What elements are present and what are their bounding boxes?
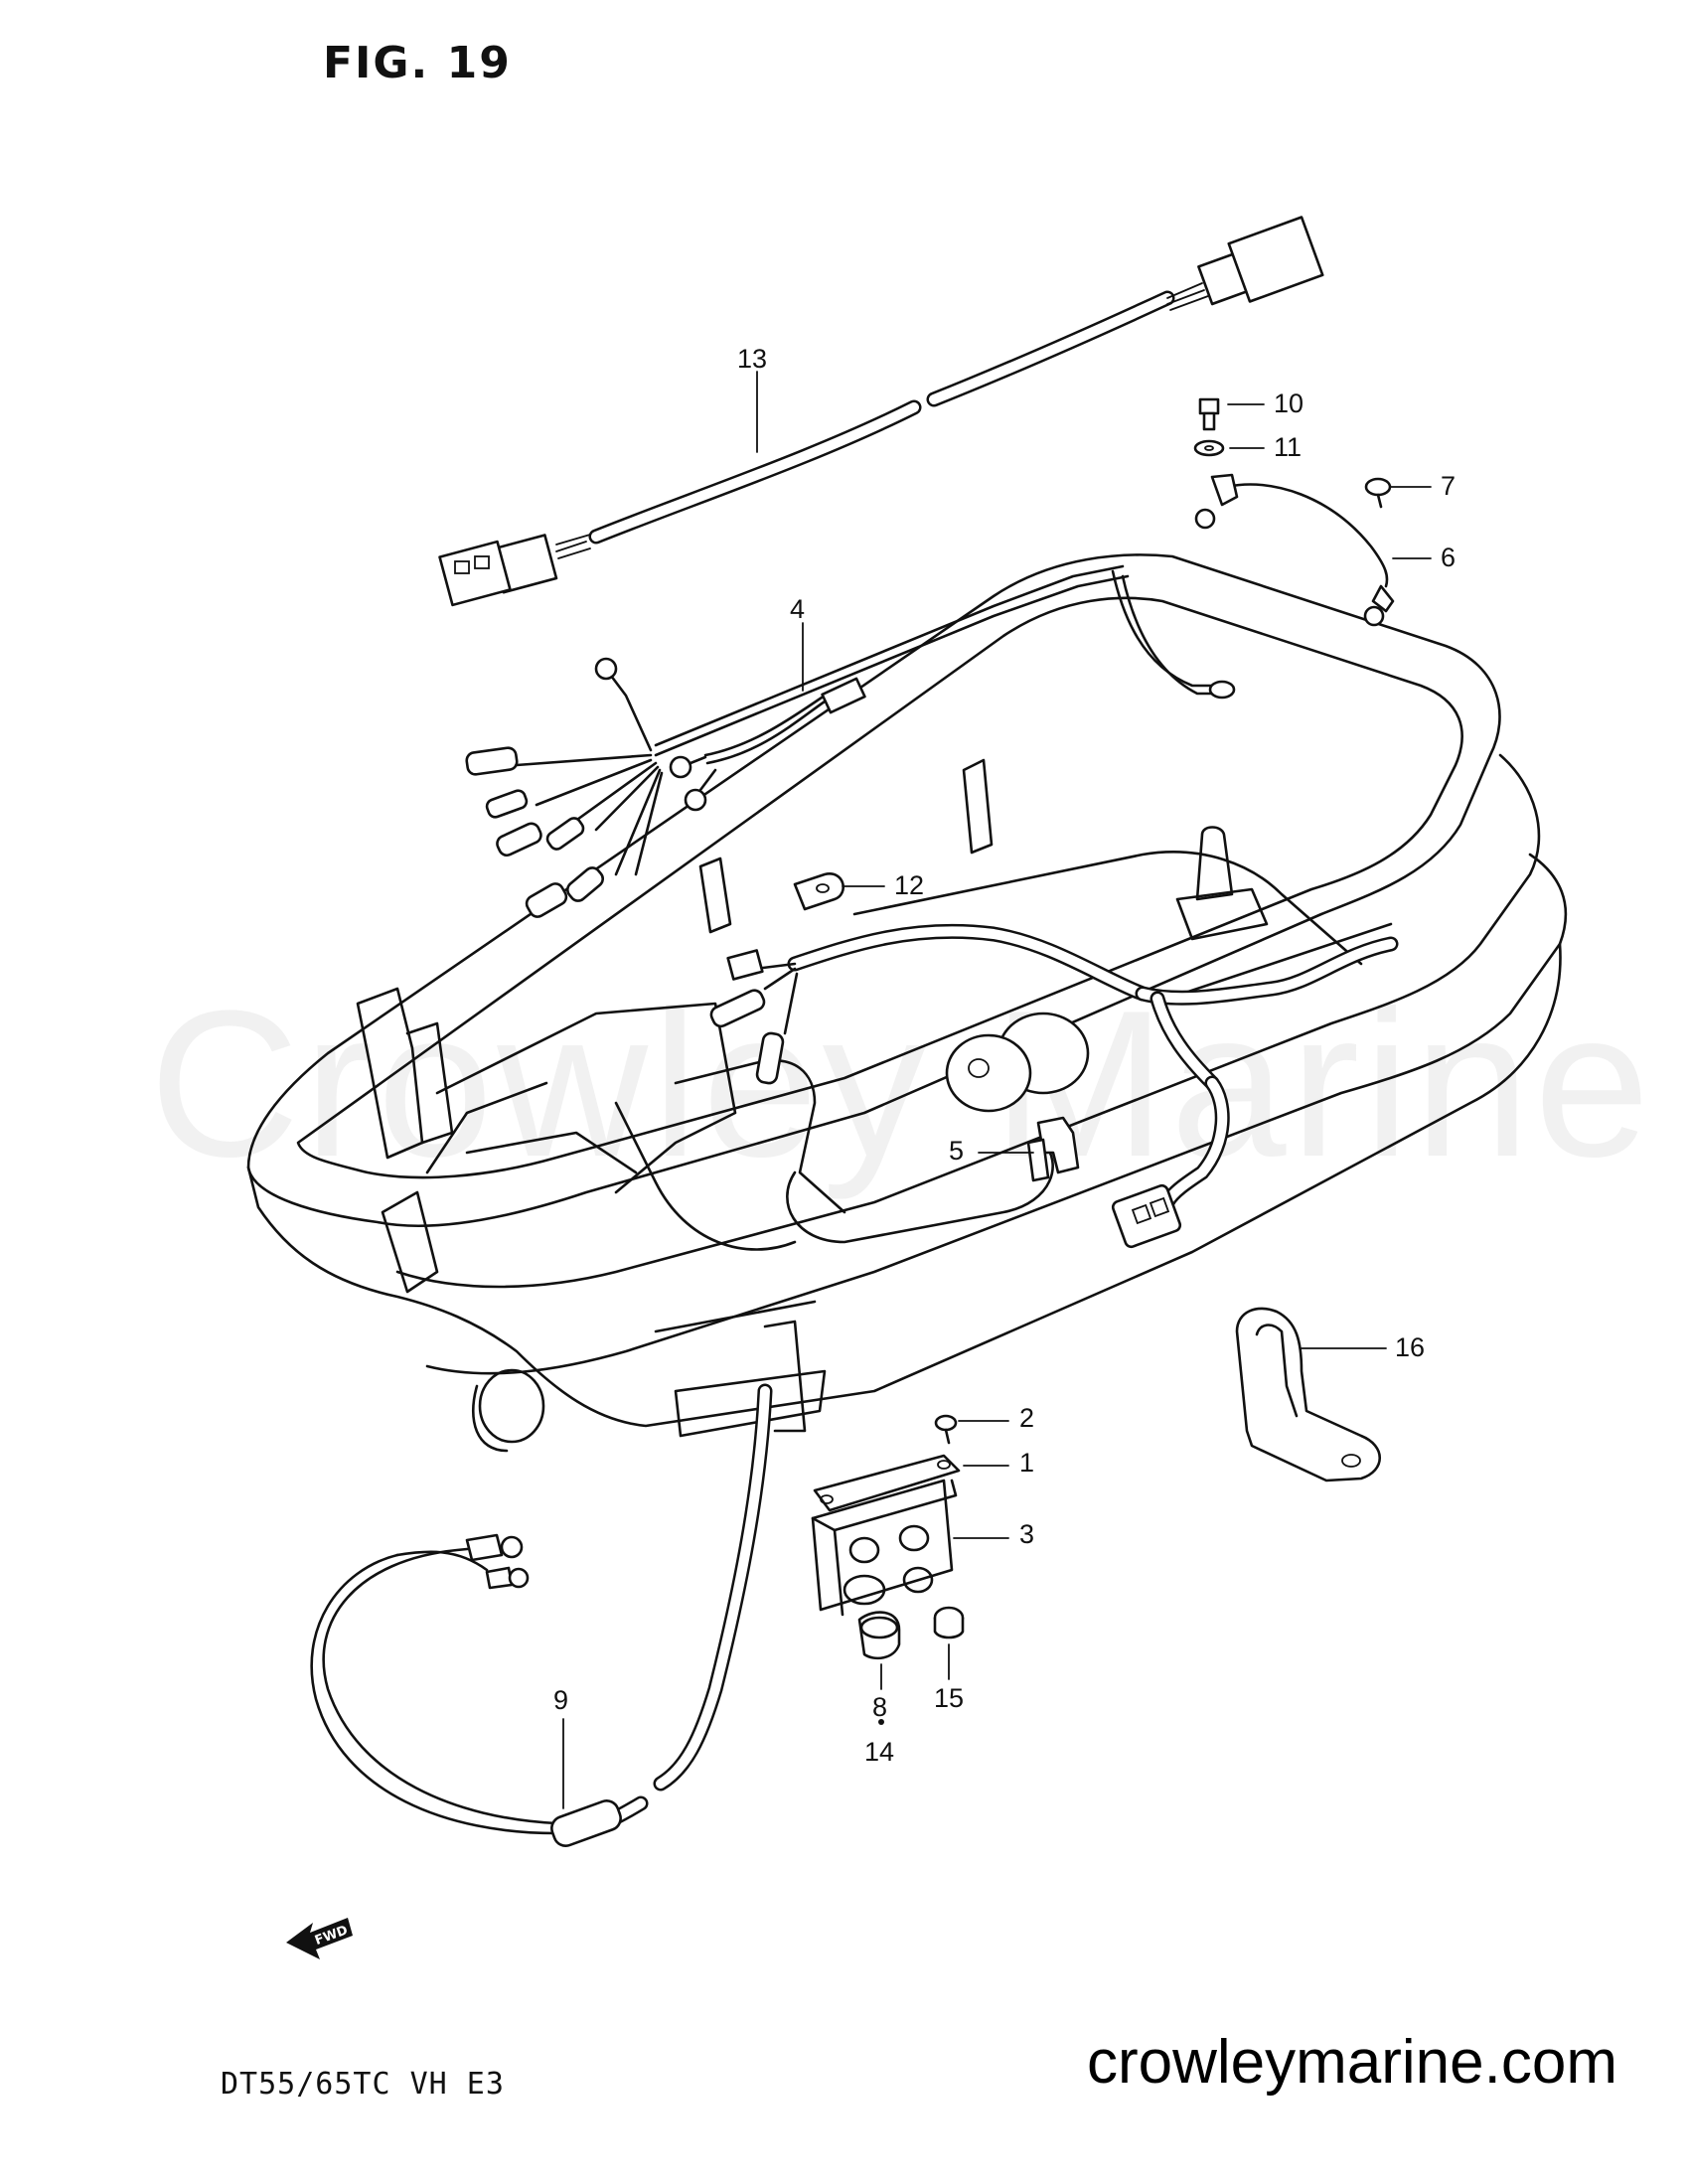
grommet-part3 [811, 1479, 958, 1617]
callout-7: 7 [1441, 471, 1456, 501]
callout-3: 3 [1019, 1519, 1034, 1549]
clamp-bracket-part16 [1235, 1307, 1381, 1482]
callout-9: 9 [553, 1685, 568, 1715]
callout-13: 13 [737, 344, 767, 374]
plate-part1 [813, 1454, 961, 1512]
internal-harness [709, 923, 1399, 1249]
callout-2: 2 [1019, 1403, 1034, 1433]
callout-10: 10 [1274, 389, 1304, 418]
callout-14: 14 [864, 1737, 894, 1767]
fwd-arrow-icon: FWD [286, 1918, 353, 1959]
callout-16: 16 [1395, 1332, 1425, 1362]
screw-part7 [1364, 477, 1392, 509]
dot-marker [878, 1719, 884, 1725]
callout-11: 11 [1274, 432, 1302, 462]
callout-12: 12 [894, 870, 924, 900]
callout-1: 1 [1019, 1448, 1034, 1478]
lower-cowl-drawing [246, 553, 1568, 1453]
callout-6: 6 [1441, 543, 1456, 572]
plug-part15 [933, 1606, 965, 1639]
clamp-part12 [793, 872, 844, 911]
washer-part11 [1193, 439, 1225, 457]
wiring-harness-part4 [465, 564, 1236, 918]
model-label: DT55/65TC VH E3 [221, 2067, 505, 2102]
extension-cord-part13 [438, 216, 1324, 607]
callout-8: 8 [872, 1692, 887, 1722]
plug-part8 [857, 1611, 901, 1660]
callout-5: 5 [949, 1136, 964, 1166]
figure-title: FIG. 19 [323, 38, 512, 88]
bolt-part10 [1198, 397, 1220, 431]
bracket-part5 [1026, 1116, 1080, 1182]
screw-part2 [934, 1414, 958, 1445]
callout-4: 4 [790, 594, 805, 624]
lead-wire-part6 [1194, 473, 1395, 627]
leader-lines [562, 371, 1432, 1809]
callout-15: 15 [934, 1683, 964, 1713]
website-label: crowleymarine.com [1086, 2028, 1617, 2097]
callout-numbers: 1 2 3 4 5 6 7 8 9 10 11 12 13 14 15 16 [553, 344, 1456, 1767]
battery-cable-part9 [310, 1383, 773, 1847]
